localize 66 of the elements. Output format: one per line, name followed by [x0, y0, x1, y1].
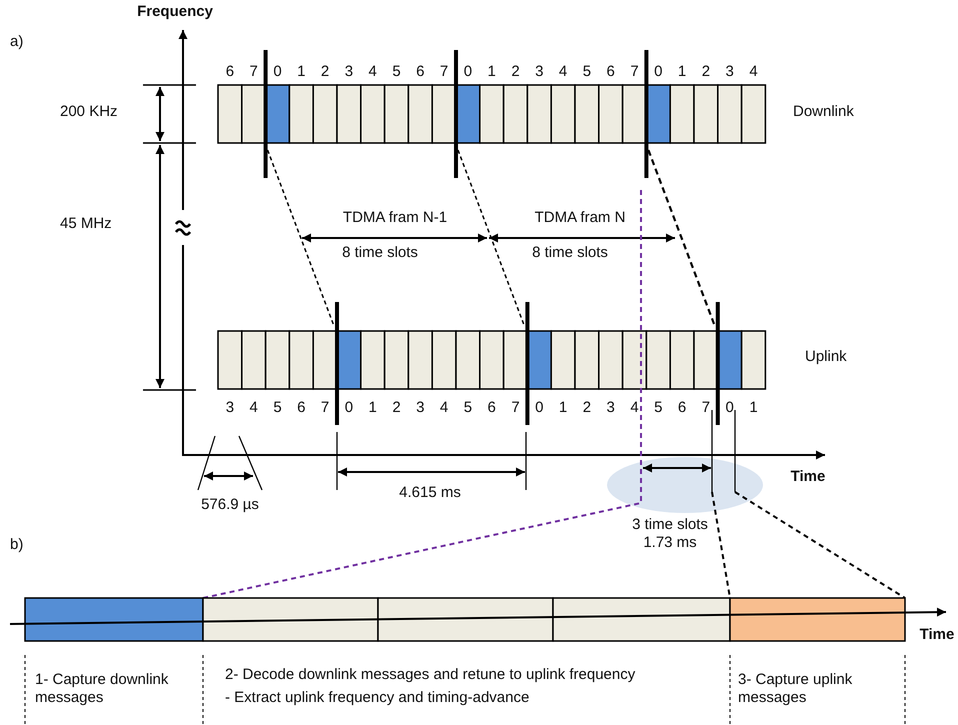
slot-number: 4	[630, 399, 639, 417]
slot-number: 0	[654, 63, 662, 81]
dimension-label: 8 time slots	[342, 244, 418, 262]
axis-title: Time	[920, 626, 954, 644]
slot-number: 3	[726, 63, 734, 81]
slot-number: 6	[678, 399, 686, 417]
slot-number: 1	[678, 63, 686, 81]
slot-number: 0	[726, 399, 734, 417]
slot-number: 0	[273, 63, 282, 81]
slot-number: 6	[606, 63, 615, 81]
dimension-label: 45 MHz	[60, 215, 112, 233]
slot-number: 5	[464, 399, 472, 417]
slot-number: 6	[416, 63, 424, 81]
step-description: 1- Capture downlink messages	[35, 671, 170, 707]
slot-number: 4	[440, 399, 448, 417]
dimension-label: 3 time slots 1.73 ms	[631, 516, 709, 552]
slot-number: 3	[226, 399, 234, 417]
slot-number: 1	[488, 63, 496, 81]
dimension-label: 576.9 µs	[201, 496, 259, 514]
panel-label: b)	[10, 536, 24, 554]
slot-number: 3	[535, 63, 544, 81]
axis-title: Frequency	[137, 3, 213, 21]
slot-number: 7	[440, 63, 448, 81]
slot-number: 3	[416, 399, 424, 417]
slot-number: 5	[392, 63, 401, 81]
step-description: - Extract uplink frequency and timing-advance	[225, 689, 530, 707]
slot-number: 6	[488, 399, 496, 417]
dimension-label: 4.615 ms	[399, 484, 461, 502]
slot-number: 1	[368, 399, 377, 417]
slot-number: 2	[320, 63, 330, 81]
slot-number: 2	[582, 399, 592, 417]
frame-label: TDMA fram N-1	[342, 209, 448, 227]
slot-number: 5	[273, 399, 282, 417]
step-description: 2- Decode downlink messages and retune to uplink frequency	[225, 666, 636, 684]
slot-number: 7	[702, 399, 710, 417]
panel-label: a)	[10, 33, 24, 51]
slot-number: 2	[511, 63, 520, 81]
slot-number: 0	[344, 399, 354, 417]
slot-number: 4	[558, 63, 568, 81]
slot-number: 1	[749, 399, 758, 417]
slot-number: 2	[392, 399, 401, 417]
dimension-label: 8 time slots	[532, 244, 608, 262]
slot-number: 1	[558, 399, 568, 417]
slot-number: 4	[250, 399, 258, 417]
slot-number: 6	[226, 63, 234, 81]
dimension-label: 200 KHz	[60, 103, 118, 121]
slot-number: 1	[297, 63, 306, 81]
axis-title: Time	[790, 468, 826, 486]
band-label: Downlink	[793, 103, 854, 121]
frame-label: TDMA fram N	[534, 209, 626, 227]
slot-number: 5	[654, 399, 662, 417]
step-description: 3- Capture uplink messages	[738, 671, 854, 707]
slot-number: 7	[320, 399, 330, 417]
slot-number: 3	[606, 399, 615, 417]
slot-number: 6	[297, 399, 306, 417]
slot-number: 4	[749, 63, 758, 81]
slot-number: 7	[630, 63, 639, 81]
slot-number: 0	[464, 63, 472, 81]
band-label: Uplink	[805, 348, 847, 366]
slot-number: 5	[582, 63, 592, 81]
slot-number: 4	[368, 63, 377, 81]
slot-number: 3	[344, 63, 354, 81]
slot-number: 0	[535, 399, 544, 417]
slot-number: 7	[511, 399, 520, 417]
slot-number: 7	[250, 63, 258, 81]
slot-number: 2	[702, 63, 710, 81]
